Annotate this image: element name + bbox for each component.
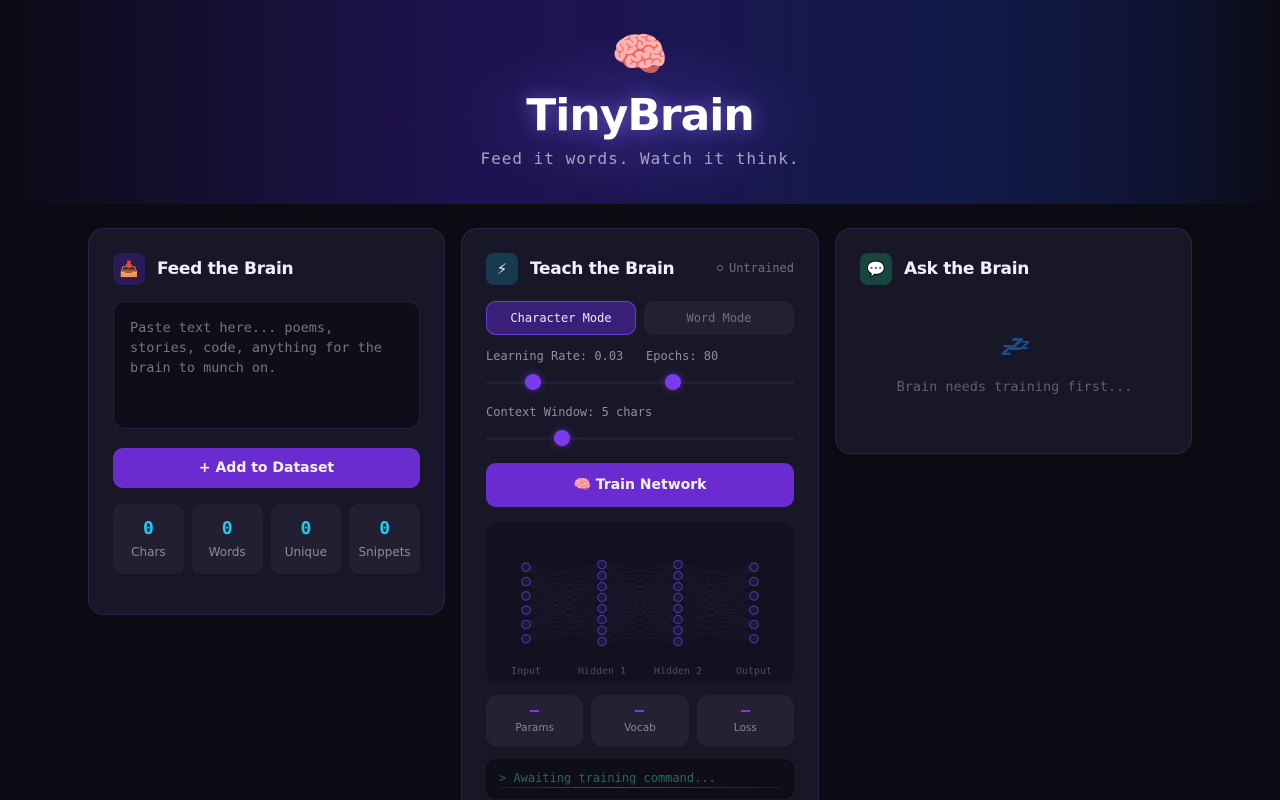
stat-snippets-value: 0 bbox=[379, 518, 391, 539]
network-node bbox=[749, 605, 759, 616]
network-node bbox=[673, 592, 683, 603]
network-node bbox=[521, 591, 531, 601]
network-node bbox=[597, 581, 607, 592]
layer-label-input: Input bbox=[510, 666, 542, 677]
ask-card-title: Ask the Brain bbox=[904, 259, 1030, 279]
network-node bbox=[749, 576, 759, 587]
dataset-stats: 0 Chars 0 Words 0 Unique 0 Snippets bbox=[113, 504, 420, 574]
dataset-text-input[interactable] bbox=[113, 301, 420, 429]
app-tagline: Feed it words. Watch it think. bbox=[480, 149, 800, 168]
epochs-thumb[interactable] bbox=[665, 374, 681, 390]
word-mode-button[interactable]: Word Mode bbox=[644, 301, 794, 335]
network-node bbox=[597, 559, 607, 570]
network-node bbox=[749, 633, 759, 644]
feed-card-title: Feed the Brain bbox=[157, 259, 294, 279]
stat-vocab-label: Vocab bbox=[624, 722, 656, 734]
stat-words-label: Words bbox=[208, 545, 246, 559]
network-node bbox=[673, 581, 683, 592]
stat-vocab-value bbox=[635, 710, 645, 712]
stat-params-value bbox=[530, 710, 540, 712]
app-title: TinyBrain bbox=[526, 90, 754, 141]
training-progress-bar bbox=[499, 787, 781, 788]
network-node bbox=[597, 636, 607, 647]
stat-params: Params bbox=[486, 695, 584, 747]
mode-toggle: Character Mode Word Mode bbox=[486, 301, 794, 335]
feed-card-header: 📥 Feed the Brain bbox=[113, 253, 294, 285]
network-node bbox=[673, 603, 683, 614]
training-log: > Awaiting training command... bbox=[486, 759, 794, 799]
network-node bbox=[673, 559, 683, 570]
hero-header: 🧠 TinyBrain Feed it words. Watch it thin… bbox=[0, 0, 1280, 204]
network-node bbox=[597, 603, 607, 614]
stat-words: 0 Words bbox=[191, 504, 263, 574]
ask-empty-message: Brain needs training first... bbox=[896, 379, 1133, 395]
stat-chars-label: Chars bbox=[131, 545, 166, 559]
stat-unique-label: Unique bbox=[284, 545, 328, 559]
network-node bbox=[673, 614, 683, 625]
network-node bbox=[673, 636, 683, 647]
training-status: Untrained bbox=[716, 261, 794, 275]
stat-loss: Loss bbox=[696, 695, 794, 747]
network-node bbox=[597, 625, 607, 636]
network-node bbox=[521, 605, 531, 616]
learning-rate-thumb[interactable] bbox=[525, 374, 541, 390]
network-node bbox=[749, 562, 759, 573]
stat-loss-value bbox=[740, 710, 750, 712]
add-to-dataset-button[interactable]: + Add to Dataset bbox=[113, 448, 420, 488]
epochs-track bbox=[634, 381, 794, 384]
epochs-label: Epochs: 80 bbox=[646, 349, 719, 363]
epochs-slider[interactable] bbox=[634, 372, 794, 392]
brain-logo-icon: 🧠 bbox=[611, 27, 669, 81]
network-node bbox=[521, 562, 531, 573]
inbox-tray-icon: 📥 bbox=[113, 253, 145, 285]
network-node bbox=[597, 614, 607, 625]
layer-label-hidden-2: Hidden 2 bbox=[653, 666, 703, 677]
network-node bbox=[673, 625, 683, 636]
context-window-track bbox=[486, 437, 794, 440]
teach-card: ⚡ Teach the Brain Untrained Character Mo… bbox=[461, 228, 819, 800]
learning-rate-slider[interactable] bbox=[486, 372, 634, 392]
character-mode-button[interactable]: Character Mode bbox=[486, 301, 636, 335]
stat-words-value: 0 bbox=[221, 518, 233, 539]
context-window-slider[interactable] bbox=[486, 428, 794, 448]
network-node bbox=[597, 570, 607, 581]
training-log-text: > Awaiting training command... bbox=[499, 771, 716, 785]
status-circle-icon bbox=[716, 265, 723, 271]
context-window-label: Context Window: 5 chars bbox=[486, 405, 653, 419]
training-status-text: Untrained bbox=[728, 261, 794, 275]
learning-rate-track bbox=[486, 381, 634, 384]
network-node bbox=[673, 570, 683, 581]
model-stats: Params Vocab Loss bbox=[486, 695, 794, 747]
stat-chars: 0 Chars bbox=[113, 504, 184, 574]
teach-card-title: Teach the Brain bbox=[530, 259, 675, 279]
network-node bbox=[521, 619, 531, 630]
stat-snippets-label: Snippets bbox=[358, 545, 411, 559]
feed-card: 📥 Feed the Brain + Add to Dataset 0 Char… bbox=[88, 228, 445, 615]
network-node bbox=[749, 619, 759, 630]
lightning-icon: ⚡ bbox=[486, 253, 518, 285]
sleeping-zzz-icon: zzz bbox=[1001, 331, 1030, 360]
layer-label-hidden-1: Hidden 1 bbox=[577, 666, 627, 677]
network-node bbox=[597, 592, 607, 603]
stat-chars-value: 0 bbox=[142, 518, 154, 539]
stat-loss-label: Loss bbox=[733, 722, 757, 734]
learning-rate-label: Learning Rate: 0.03 bbox=[486, 349, 624, 363]
train-network-button[interactable]: 🧠 Train Network bbox=[486, 463, 794, 507]
network-diagram bbox=[521, 559, 759, 647]
stat-vocab: Vocab bbox=[591, 695, 689, 747]
network-node bbox=[749, 591, 759, 601]
ask-card-header: 💬 Ask the Brain bbox=[860, 253, 1029, 285]
context-window-thumb[interactable] bbox=[554, 430, 570, 446]
network-visualization: Input Hidden 1 Hidden 2 Output bbox=[486, 523, 794, 683]
network-node bbox=[521, 633, 531, 644]
speech-bubble-icon: 💬 bbox=[860, 253, 892, 285]
layer-label-output: Output bbox=[735, 666, 773, 677]
network-node bbox=[521, 576, 531, 587]
teach-card-header: ⚡ Teach the Brain bbox=[486, 253, 675, 285]
ask-card: 💬 Ask the Brain zzz Brain needs training… bbox=[835, 228, 1192, 454]
stat-params-label: Params bbox=[515, 722, 555, 734]
stat-snippets: 0 Snippets bbox=[349, 504, 420, 574]
stat-unique: 0 Unique bbox=[270, 504, 342, 574]
stat-unique-value: 0 bbox=[300, 518, 312, 539]
